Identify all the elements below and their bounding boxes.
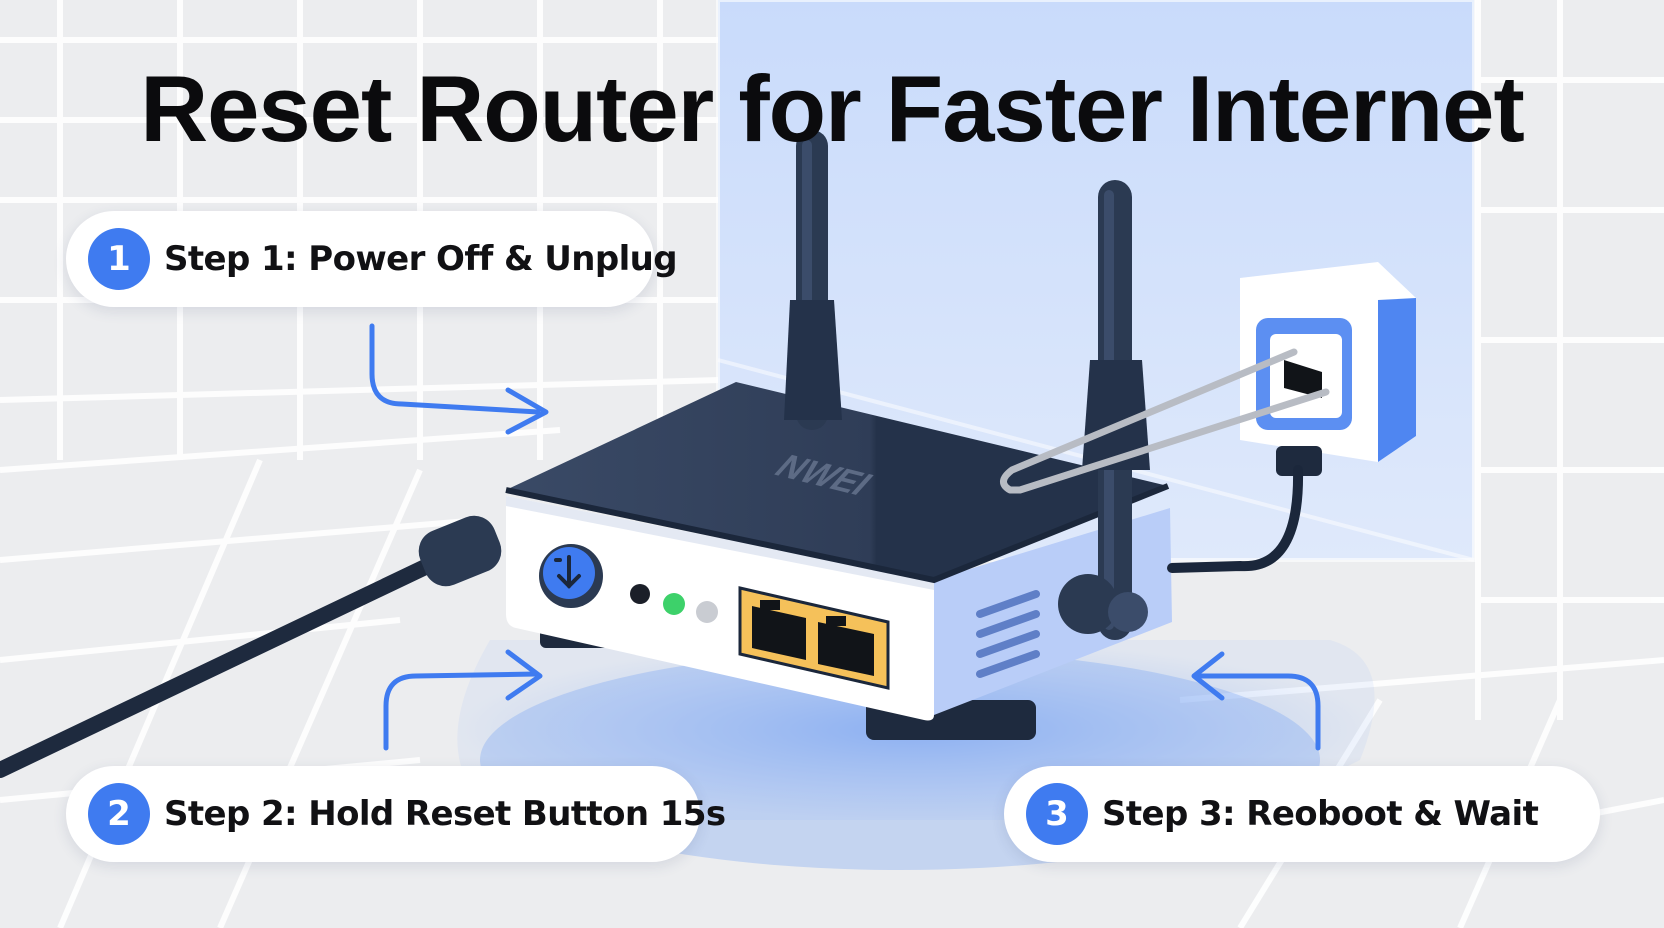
router-power-cable [1167, 465, 1304, 573]
antenna-left [784, 130, 842, 430]
step-1-badge: 1 [88, 228, 150, 290]
arrow-down-icon [554, 555, 581, 589]
led-indicator [696, 601, 718, 623]
led-indicator [663, 593, 685, 615]
step-2-label: Step 2: Hold Reset Button 15s [164, 794, 726, 834]
arrow-step-2 [383, 649, 543, 751]
step-2-badge: 2 [88, 783, 150, 845]
paperclip [1000, 348, 1330, 494]
reset-button[interactable] [539, 544, 603, 608]
step-2-card: 2 Step 2: Hold Reset Button 15s [66, 766, 726, 862]
step-1-card: 1 Step 1: Power Off & Unplug [66, 211, 678, 307]
antenna-right [1058, 180, 1150, 640]
arrow-step-1 [369, 323, 549, 435]
power-cable [0, 515, 502, 778]
step-1-label: Step 1: Power Off & Unplug [164, 239, 678, 279]
arrow-step-3 [1191, 651, 1321, 751]
ethernet-ports [738, 586, 890, 690]
wall-outlet [1240, 262, 1416, 476]
router-top [506, 382, 1168, 580]
step-3-badge: 3 [1026, 783, 1088, 845]
step-3-label: Step 3: Reoboot & Wait [1102, 794, 1539, 834]
step-3-card: 3 Step 3: Reoboot & Wait [1004, 766, 1600, 862]
page-title: Reset Router for Faster Internet [140, 56, 1525, 161]
led-indicator [630, 584, 650, 604]
